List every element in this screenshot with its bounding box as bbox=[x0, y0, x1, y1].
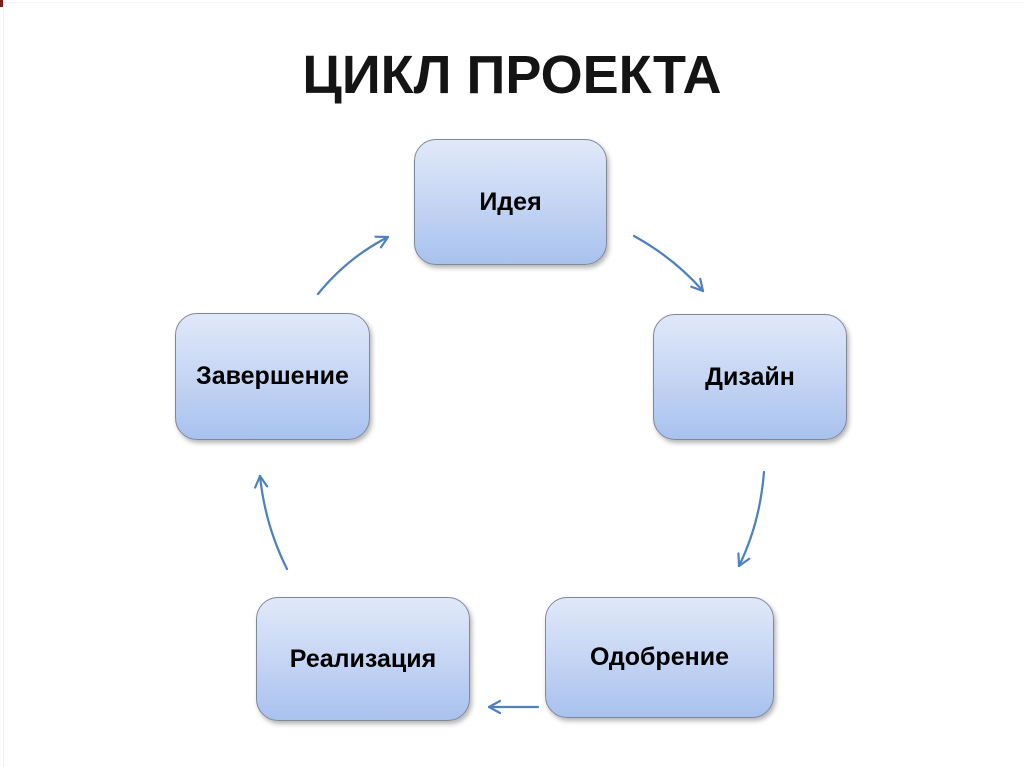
arrow-implementation-to-completion-icon bbox=[254, 474, 289, 571]
node-design-label: Дизайн bbox=[705, 362, 795, 391]
arrow-idea-to-design-icon bbox=[632, 234, 705, 293]
node-implementation: Реализация bbox=[256, 597, 470, 721]
node-implementation-label: Реализация bbox=[289, 644, 437, 673]
node-approval: Одобрение bbox=[545, 597, 774, 718]
node-completion-label: Завершение bbox=[196, 362, 349, 390]
arrow-design-to-approval-icon bbox=[737, 470, 766, 568]
arrow-completion-to-idea-icon bbox=[316, 235, 390, 296]
page-title: ЦИКЛ ПРОЕКТА bbox=[302, 45, 722, 105]
node-completion: Завершение bbox=[175, 313, 370, 440]
node-design: Дизайн bbox=[653, 314, 847, 440]
slide-corner-artifact bbox=[0, 0, 3, 7]
slide-edge-line-top bbox=[0, 2, 1024, 3]
slide-edge-line-left bbox=[3, 0, 4, 767]
node-idea-label: Идея bbox=[479, 187, 542, 216]
node-idea: Идея bbox=[414, 139, 607, 265]
node-approval-label: Одобрение bbox=[590, 643, 729, 671]
